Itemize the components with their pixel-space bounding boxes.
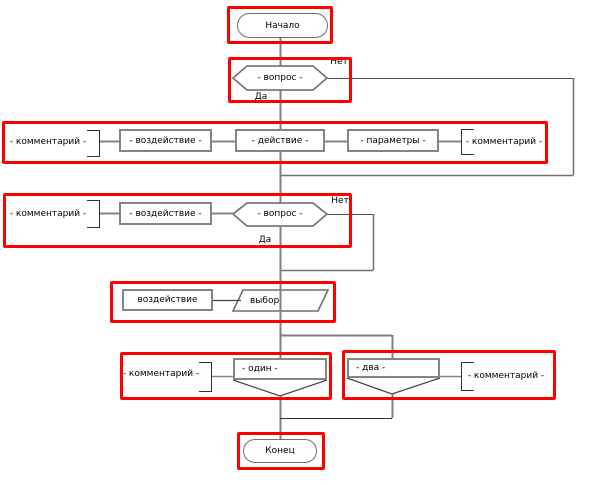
impact-box-row3-label: - воздействие - xyxy=(129,135,202,146)
comment-bracket-r6-right xyxy=(461,362,474,391)
comment-bracket-r3-right xyxy=(461,129,474,155)
choice-label: выбор xyxy=(250,295,280,306)
comment-bracket-r4 xyxy=(87,200,100,228)
case-two-box: - два - xyxy=(347,358,440,378)
question2-label: - вопрос - xyxy=(257,209,303,219)
end-label: Конец xyxy=(265,446,295,456)
comment-bracket-r6-left xyxy=(199,362,212,392)
case-two-merge-v xyxy=(346,377,441,395)
question2-hexagon xyxy=(231,202,329,227)
end-node: Конец xyxy=(243,439,317,463)
comment-text-r6-left: - комментарий - xyxy=(122,368,200,379)
impact-box-row3: - воздействие - xyxy=(119,129,212,152)
impact-box-row4-label: - воздействие - xyxy=(129,208,202,219)
start-label: Начало xyxy=(265,20,300,31)
q1-yes-label: Да xyxy=(254,92,268,102)
q2-no-label: Нет xyxy=(331,196,349,206)
params-box-label: - параметры - xyxy=(360,135,426,146)
q1-no-return-line xyxy=(281,78,575,177)
impact-box-row5-label: воздействие xyxy=(137,295,198,305)
q2-no-return-line xyxy=(281,214,375,272)
comment-bracket-r3-left xyxy=(87,130,100,157)
comment-text-r3-right: - комментарий - xyxy=(465,136,543,147)
case-one-box: - один - xyxy=(233,358,327,380)
start-node: Начало xyxy=(237,13,328,38)
impact-box-row5: воздействие xyxy=(122,289,213,311)
params-box: - параметры - xyxy=(347,129,439,152)
case-split-line xyxy=(280,334,394,358)
q2-yes-label: Да xyxy=(258,235,272,245)
case-one-merge-v xyxy=(232,379,328,397)
case-two-label: - два - xyxy=(356,363,386,373)
action-box: - действие - xyxy=(235,129,325,152)
comment-text-r3-left: - комментарий - xyxy=(9,136,87,147)
case-one-label: - один - xyxy=(242,364,278,374)
comment-text-r4: - комментарий - xyxy=(9,208,87,219)
q1-no-label: Нет xyxy=(330,57,348,67)
question1-hexagon xyxy=(231,65,329,91)
question1-label: - вопрос - xyxy=(257,73,303,83)
impact-box-row4: - воздействие - xyxy=(119,202,212,225)
comment-text-r6-right: - комментарий - xyxy=(467,370,545,381)
action-box-label: - действие - xyxy=(251,135,309,146)
